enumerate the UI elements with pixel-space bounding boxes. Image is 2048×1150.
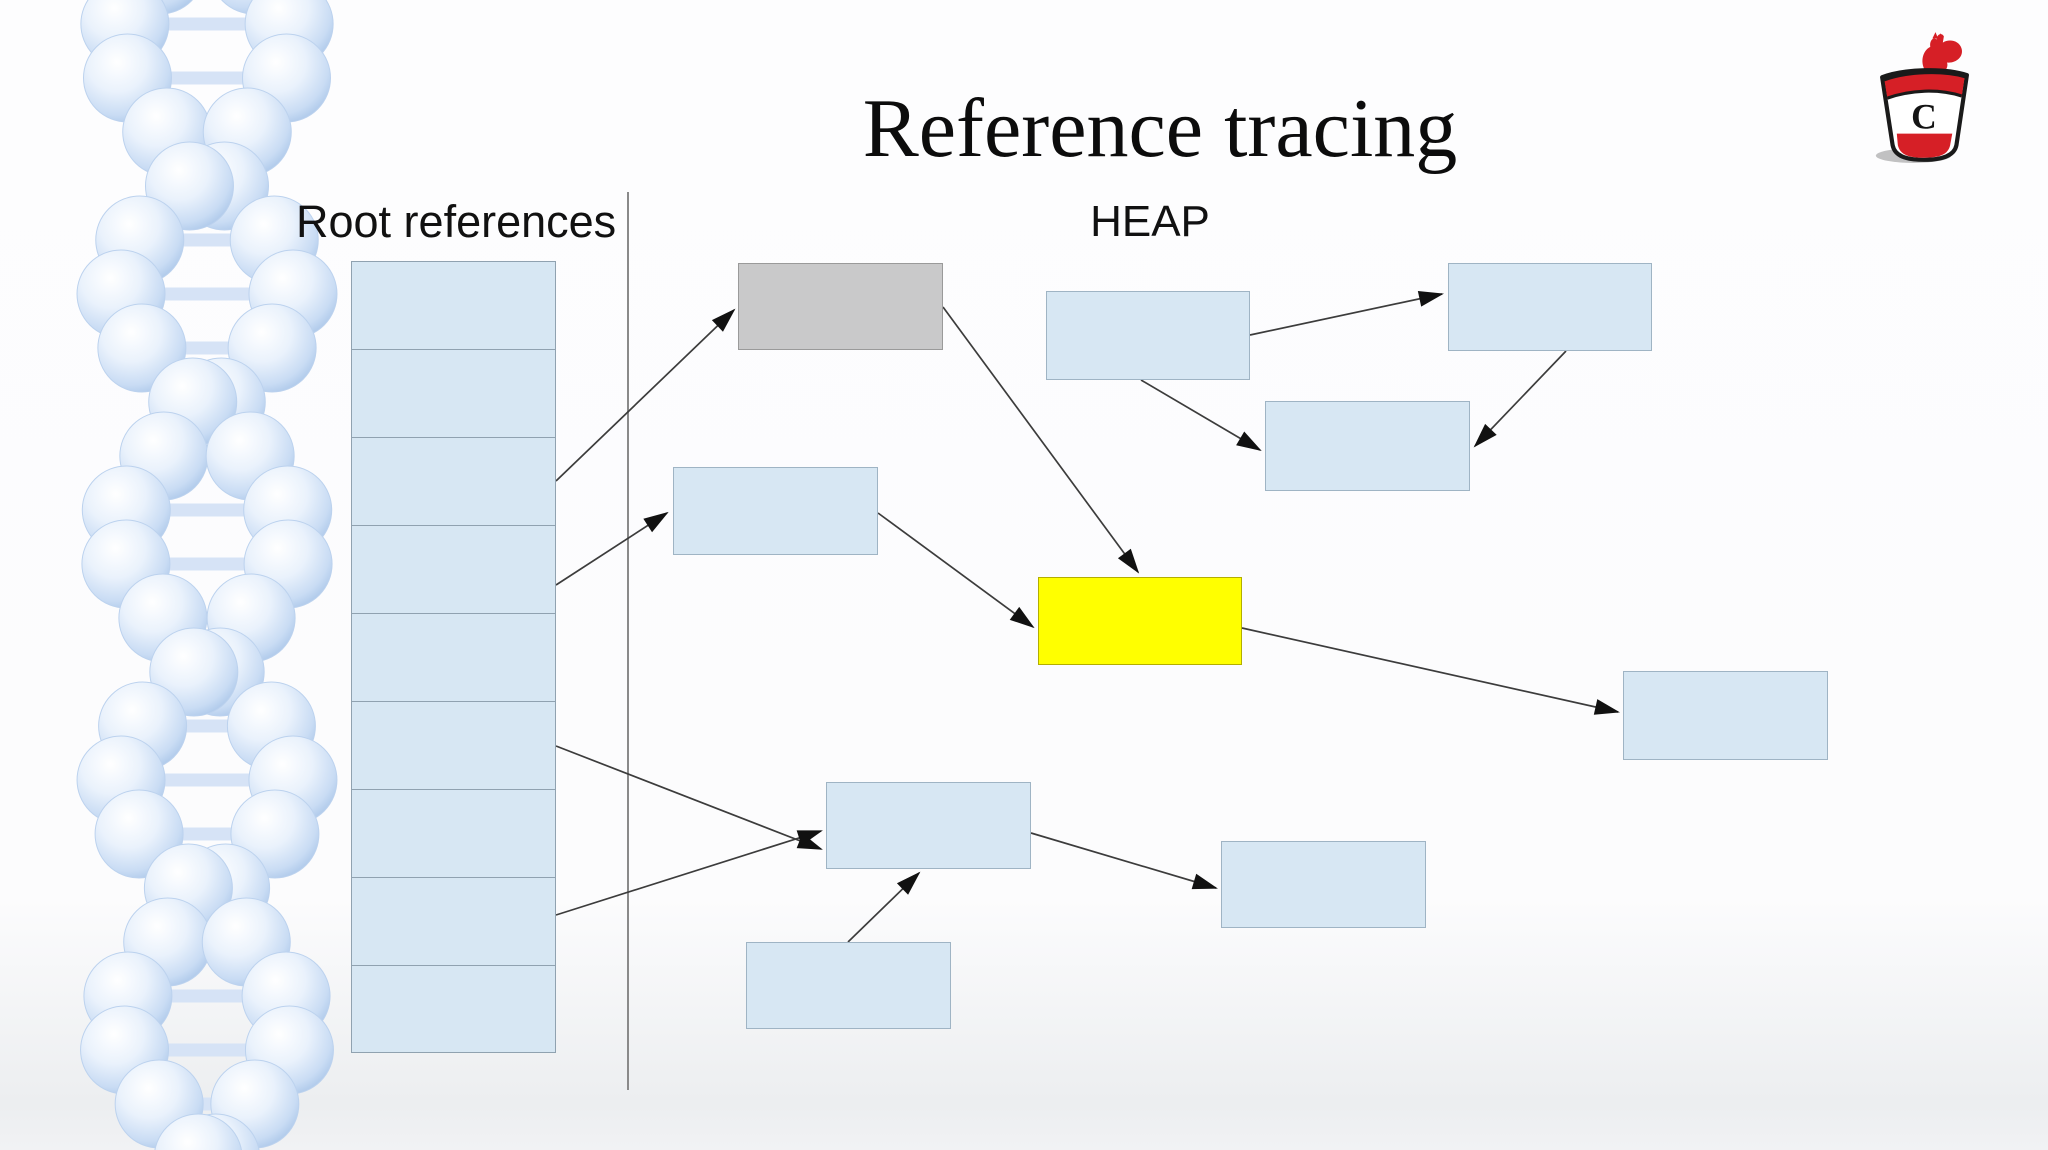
logo-letter: C <box>1911 96 1937 136</box>
reference-arrow-heap-box-b2-to-heap-box-b3 <box>1473 350 1567 448</box>
root-stack-cell-9 <box>352 966 555 1054</box>
root-stack-cell-8 <box>352 878 555 966</box>
page-title: Reference tracing <box>862 82 1458 175</box>
reference-arrow-root-cell-6-to-heap-box-b5 <box>555 745 823 850</box>
root-stack-cell-5 <box>352 614 555 702</box>
root-stack-cell-6 <box>352 702 555 790</box>
heap-box-b7 <box>746 942 951 1029</box>
heap-box-b3 <box>1265 401 1470 491</box>
heap-box-b2 <box>1448 263 1652 351</box>
reference-arrow-heap-box-b7-to-heap-box-b5 <box>847 871 921 943</box>
heap-box-b5 <box>826 782 1031 869</box>
heap-box-yellow <box>1038 577 1242 665</box>
reference-arrow-root-cell-8-to-heap-box-b5 <box>555 830 823 916</box>
heap-label: HEAP <box>1090 197 1210 246</box>
root-stack-cell-2 <box>352 350 555 438</box>
root-reference-stack <box>351 261 556 1053</box>
reference-arrow-heap-box-gray-to-heap-box-yellow <box>942 306 1140 574</box>
bucket-logo: C <box>1875 32 1969 163</box>
reference-arrow-root-cell-3-to-heap-box-gray <box>555 308 736 482</box>
root-stack-cell-3 <box>352 438 555 526</box>
logo-splash-icon <box>1922 32 1962 75</box>
heap-box-b6 <box>1221 841 1426 928</box>
heap-box-a <box>673 467 878 555</box>
root-stack-cell-1 <box>352 262 555 350</box>
heap-box-b1 <box>1046 291 1250 380</box>
reference-arrow-heap-box-a-to-heap-box-yellow <box>877 512 1035 629</box>
reference-arrow-heap-box-b1-to-heap-box-b3 <box>1140 379 1262 452</box>
reference-arrow-heap-box-b5-to-heap-box-b6 <box>1030 832 1218 890</box>
reference-arrow-heap-box-b1-to-heap-box-b2 <box>1249 290 1444 336</box>
logo-cup-icon: C <box>1880 68 1969 162</box>
reference-arrow-heap-box-yellow-to-heap-box-b4 <box>1241 627 1620 715</box>
root-stack-cell-4 <box>352 526 555 614</box>
heap-box-b4 <box>1623 671 1828 760</box>
reference-arrow-root-cell-4-to-heap-box-a <box>555 511 669 586</box>
root-references-label: Root references <box>296 196 617 247</box>
heap-box-gray <box>738 263 943 350</box>
root-stack-cell-7 <box>352 790 555 878</box>
